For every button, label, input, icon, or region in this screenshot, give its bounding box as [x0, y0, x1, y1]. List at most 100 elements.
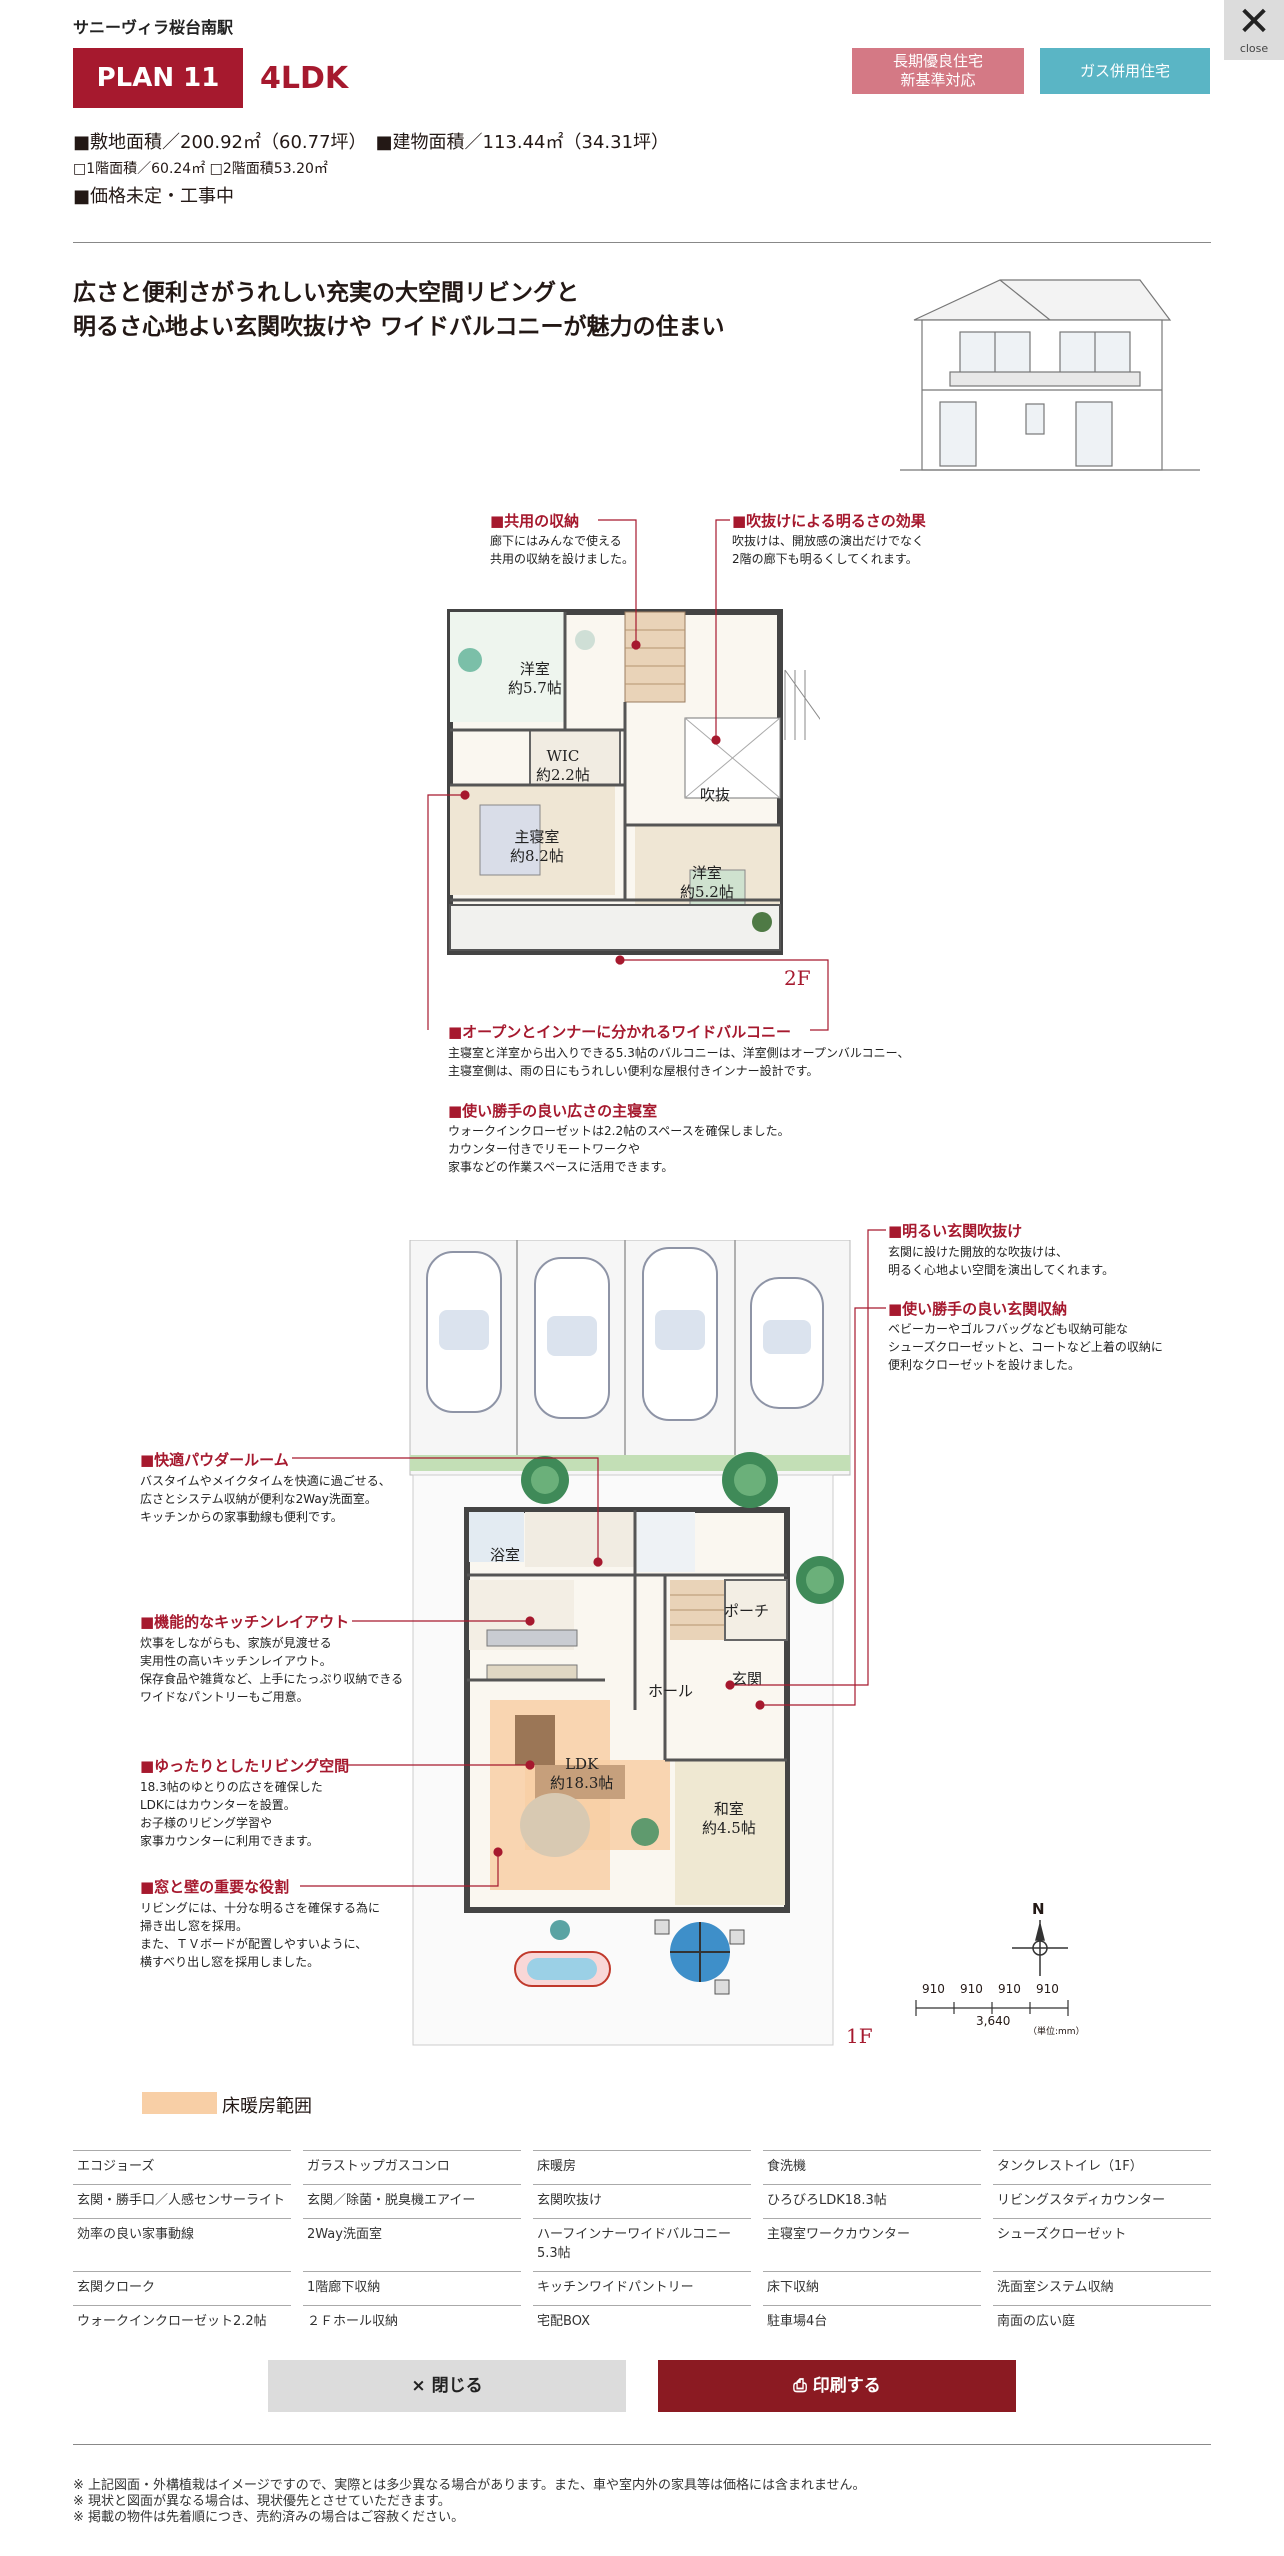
feature-item: ガラストップガスコンロ [303, 2150, 521, 2184]
annotation-title: ■機能的なキッチンレイアウト [140, 1613, 350, 1631]
room-bath: 浴室 [490, 1546, 521, 1564]
feature-item: タンクレストイレ（1F） [993, 2150, 1211, 2184]
feature-item: 2Way洗面室 [303, 2218, 521, 2271]
feature-item: ２Ｆホール収納 [303, 2305, 521, 2339]
headline-line: 広さと便利さがうれしい充実の大空間リビングと [73, 280, 579, 306]
annotation-body: 玄関に設けた開放的な吹抜けは、 明るく心地よい空間を演出してくれます。 [888, 1245, 1115, 1277]
feature-item: ウォークインクローゼット2.2帖 [73, 2305, 291, 2339]
legend-swatch-floor-heating [142, 2092, 217, 2114]
feature-item: 宅配BOX [533, 2305, 751, 2339]
note-line: ※ 掲載の物件は先着順につき、売約済みの場合はご容赦ください。 [73, 2510, 465, 2525]
scale-tick-label: 910 [1036, 1982, 1059, 1996]
annotation-title: ■吹抜けによる明るさの効果 [732, 512, 926, 530]
print-button-label: 印刷する [812, 2376, 881, 2396]
scale-unit: （単位:mm） [1028, 2027, 1085, 2037]
feature-item: 食洗機 [763, 2150, 981, 2184]
annotation-title: ■使い勝手の良い玄関収納 [888, 1300, 1068, 1318]
annotation-body: ベビーカーやゴルフバッグなども収納可能な シューズクローゼットと、コートなど上着… [888, 1322, 1163, 1372]
divider [73, 2444, 1211, 2445]
spec-area: ■敷地面積／200.92㎡（60.77坪） ■建物面積／113.44㎡（34.3… [73, 132, 670, 153]
feature-item: シューズクローゼット [993, 2218, 1211, 2271]
feature-item: 主寝室ワークカウンター [763, 2218, 981, 2271]
scale-total: 3,640 [976, 2014, 1011, 2028]
house-elevation-illustration [900, 279, 1200, 471]
room-entrance: 玄関 [732, 1670, 763, 1688]
features-grid: エコジョーズ ガラストップガスコンロ 床暖房 食洗機 タンクレストイレ（1F） … [73, 2150, 1211, 2339]
scale-tick-label: 910 [998, 1982, 1021, 1996]
note-line: ※ 現状と図面が異なる場合は、現状優先とさせていただきます。 [73, 2494, 451, 2509]
annotation-title: ■使い勝手の良い広さの主寝室 [448, 1102, 658, 1120]
plan-type: 4LDK [260, 61, 349, 96]
leader-lines-1f [292, 1229, 886, 1887]
compass-icon [1012, 1920, 1068, 1976]
room-hall: ホール [648, 1682, 694, 1700]
tag-label: 長期優良住宅 新基準対応 [892, 52, 983, 89]
annotation-title: ■快適パウダールーム [140, 1451, 289, 1469]
feature-item: 玄関／除菌・脱臭機エアイー [303, 2184, 521, 2218]
room-japanese: 和室 約4.5帖 [702, 1800, 756, 1837]
divider [73, 242, 1211, 243]
annotation-title: ■ゆったりとしたリビング空間 [140, 1757, 350, 1775]
annotation-body: バスタイムやメイクタイムを快適に過ごせる、 広さとシステム収納が便利な2Way洗… [140, 1474, 391, 1524]
annotation-body: ウォークインクローゼットは2.2帖のスペースを確保しました。 カウンター付きでリ… [448, 1124, 790, 1174]
leader-lines-2f [427, 519, 829, 1031]
tag-long-term-quality: 長期優良住宅 新基準対応 [852, 48, 1024, 94]
room-wic: WIC 約2.2帖 [536, 747, 590, 784]
annotation-title: ■窓と壁の重要な役割 [140, 1878, 290, 1896]
annotation-title: ■オープンとインナーに分かれるワイドバルコニー [448, 1023, 791, 1041]
feature-item: ハーフインナーワイドバルコニー5.3帖 [533, 2218, 751, 2271]
feature-item: 南面の広い庭 [993, 2305, 1211, 2339]
feature-item: 玄関・勝手口／人感センサーライト [73, 2184, 291, 2218]
feature-item: 玄関吹抜け [533, 2184, 751, 2218]
compass-north-label: N [1032, 1900, 1045, 1918]
scale-bar [915, 2000, 1069, 2016]
feature-item: 洗面室システム収納 [993, 2271, 1211, 2305]
notes: ※ 上記図面・外構植栽はイメージですので、実際とは多少異なる場合があります。また… [73, 2478, 866, 2526]
site-name: サニーヴィラ桜台南駅 [73, 18, 234, 37]
note-line: ※ 上記図面・外構植栽はイメージですので、実際とは多少異なる場合があります。また… [73, 2478, 866, 2493]
spec-floor-area: □1階面積／60.24㎡ □2階面積53.20㎡ [73, 161, 328, 177]
annotation-title: ■共用の収納 [490, 512, 580, 530]
room-western-1: 洋室 約5.7帖 [508, 660, 562, 697]
room-ldk: LDK 約18.3帖 [550, 1755, 614, 1792]
room-western-2: 洋室 約5.2帖 [680, 864, 734, 901]
annotation-body: 炊事をしながらも、家族が見渡せる 実用性の高いキッチンレイアウト。 保存食品や雑… [140, 1636, 404, 1704]
scale-tick-label: 910 [922, 1982, 945, 1996]
floor-plan-1f [409, 1240, 851, 2046]
feature-item: 1階廊下収納 [303, 2271, 521, 2305]
room-master-bedroom: 主寝室 約8.2帖 [510, 828, 564, 865]
annotation-body: リビングには、十分な明るさを確保する為に 掃き出し窓を採用。 また、ＴＶボードが… [140, 1901, 381, 1969]
feature-item: 駐車場4台 [763, 2305, 981, 2339]
headline-line: 明るさ心地よい玄関吹抜けや ワイドバルコニーが魅力の住まい [73, 314, 725, 340]
feature-item: 床下収納 [763, 2271, 981, 2305]
annotation-body: 18.3帖のゆとりの広さを確保した LDKにはカウンターを設置。 お子様のリビン… [140, 1780, 323, 1848]
feature-item: 床暖房 [533, 2150, 751, 2184]
tag-label: ガス併用住宅 [1079, 61, 1170, 80]
floor-label-1f: 1F [846, 2024, 873, 2048]
feature-item: リビングスタディカウンター [993, 2184, 1211, 2218]
legend-label: 床暖房範囲 [222, 2096, 312, 2117]
scale-tick-label: 910 [960, 1982, 983, 1996]
print-button[interactable]: ⎙ 印刷する [658, 2360, 1016, 2412]
close-modal-button[interactable]: × 閉じる [268, 2360, 626, 2412]
room-void: 吹抜 [700, 786, 731, 804]
close-icon: ✕ [1237, 0, 1271, 45]
tag-gas-house: ガス併用住宅 [1040, 48, 1210, 94]
room-porch: ポーチ [724, 1602, 770, 1620]
floor-label-2f: 2F [784, 966, 811, 990]
close-button[interactable]: ✕ close [1224, 0, 1284, 60]
feature-item: 効率の良い家事動線 [73, 2218, 291, 2271]
feature-item: エコジョーズ [73, 2150, 291, 2184]
printer-icon: ⎙ [793, 2376, 807, 2396]
headline: 広さと便利さがうれしい充実の大空間リビングと 明るさ心地よい玄関吹抜けや ワイド… [73, 276, 725, 344]
feature-item: キッチンワイドパントリー [533, 2271, 751, 2305]
feature-item: ひろびろLDK18.3帖 [763, 2184, 981, 2218]
floor-plan-2f [447, 609, 820, 955]
close-label: close [1239, 42, 1269, 55]
annotation-body: 吹抜けは、開放感の演出だけでなく 2階の廊下も明るくしてくれます。 [732, 534, 925, 566]
spec-price: ■価格未定・工事中 [73, 186, 235, 207]
feature-item: 玄関クローク [73, 2271, 291, 2305]
annotation-body: 主寝室と洋室から出入りできる5.3帖のバルコニーは、洋室側はオープンバルコニー、… [448, 1046, 910, 1078]
annotation-title: ■明るい玄関吹抜け [888, 1222, 1023, 1240]
annotation-body: 廊下にはみんなで使える 共用の収納を設けました。 [490, 534, 635, 566]
